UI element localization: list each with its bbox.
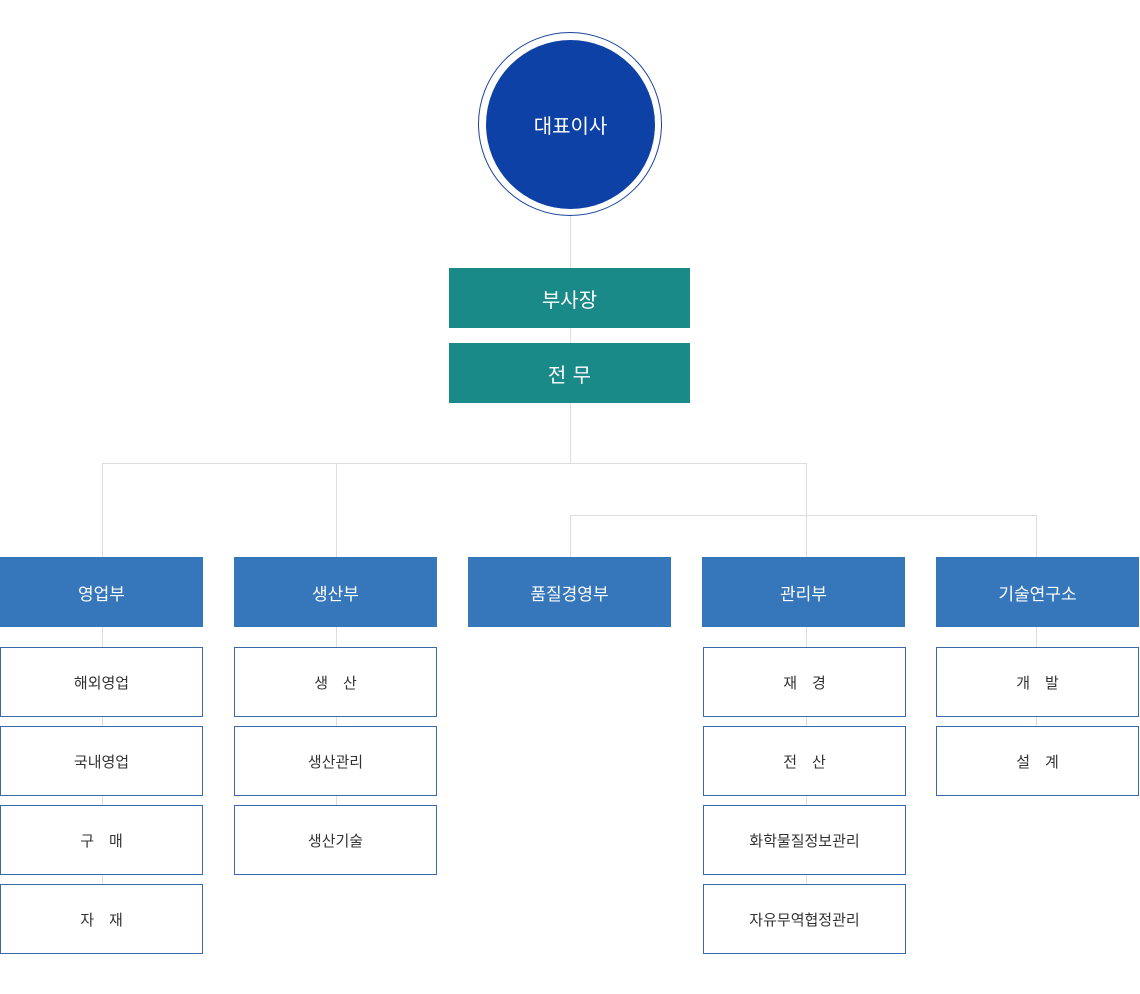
team-production[interactable]: 생 산 bbox=[234, 647, 437, 717]
dept-production-label: 생산부 bbox=[312, 584, 359, 605]
team-overseas-sales[interactable]: 해외영업 bbox=[0, 647, 203, 717]
vice-president-label: 부사장 bbox=[541, 287, 598, 312]
team-chemical-info-management[interactable]: 화학물질정보관리 bbox=[703, 805, 906, 875]
dept-rnd-label: 기술연구소 bbox=[998, 584, 1077, 605]
team-label: 생산관리 bbox=[307, 752, 364, 771]
team-label: 재 경 bbox=[783, 673, 826, 692]
team-label: 개 발 bbox=[1016, 673, 1059, 692]
dept-quality-label: 품질경영부 bbox=[530, 584, 609, 605]
team-domestic-sales[interactable]: 국내영업 bbox=[0, 726, 203, 796]
team-label: 생 산 bbox=[314, 673, 357, 692]
team-label: 해외영업 bbox=[73, 673, 130, 692]
team-finance[interactable]: 재 경 bbox=[703, 647, 906, 717]
dept-rnd[interactable]: 기술연구소 bbox=[936, 557, 1139, 627]
team-production-management[interactable]: 생산관리 bbox=[234, 726, 437, 796]
connector-drop-production bbox=[336, 463, 337, 557]
connector-drop-admin bbox=[806, 463, 807, 557]
connector-ceo-to-executives bbox=[570, 216, 571, 463]
connector-drop-sales bbox=[102, 463, 103, 557]
team-materials[interactable]: 자 재 bbox=[0, 884, 203, 954]
connector-drop-quality bbox=[570, 515, 571, 557]
team-development[interactable]: 개 발 bbox=[936, 647, 1139, 717]
team-label: 화학물질정보관리 bbox=[749, 831, 860, 850]
connector-secondary-horizontal bbox=[570, 515, 1037, 516]
team-label: 자 재 bbox=[80, 910, 123, 929]
team-label: 설 계 bbox=[1016, 752, 1059, 771]
dept-sales[interactable]: 영업부 bbox=[0, 557, 203, 627]
team-design[interactable]: 설 계 bbox=[936, 726, 1139, 796]
team-label: 자유무역협정관리 bbox=[749, 910, 860, 929]
team-label: 생산기술 bbox=[307, 831, 364, 850]
team-production-technology[interactable]: 생산기술 bbox=[234, 805, 437, 875]
team-purchasing[interactable]: 구 매 bbox=[0, 805, 203, 875]
managing-director-label: 전 무 bbox=[547, 362, 592, 387]
team-label: 구 매 bbox=[80, 831, 123, 850]
team-it[interactable]: 전 산 bbox=[703, 726, 906, 796]
dept-sales-label: 영업부 bbox=[78, 584, 125, 605]
managing-director-node[interactable]: 전 무 bbox=[449, 343, 690, 403]
team-label: 전 산 bbox=[783, 752, 826, 771]
vice-president-node[interactable]: 부사장 bbox=[449, 268, 690, 328]
team-label: 국내영업 bbox=[73, 752, 130, 771]
dept-production[interactable]: 생산부 bbox=[234, 557, 437, 627]
connector-drop-rnd bbox=[1036, 515, 1037, 557]
connector-main-horizontal bbox=[102, 463, 807, 464]
dept-admin[interactable]: 관리부 bbox=[702, 557, 905, 627]
dept-admin-label: 관리부 bbox=[780, 584, 827, 605]
dept-quality[interactable]: 품질경영부 bbox=[468, 557, 671, 627]
ceo-node[interactable]: 대표이사 bbox=[486, 40, 655, 209]
team-fta-management[interactable]: 자유무역협정관리 bbox=[703, 884, 906, 954]
ceo-label: 대표이사 bbox=[533, 114, 608, 138]
